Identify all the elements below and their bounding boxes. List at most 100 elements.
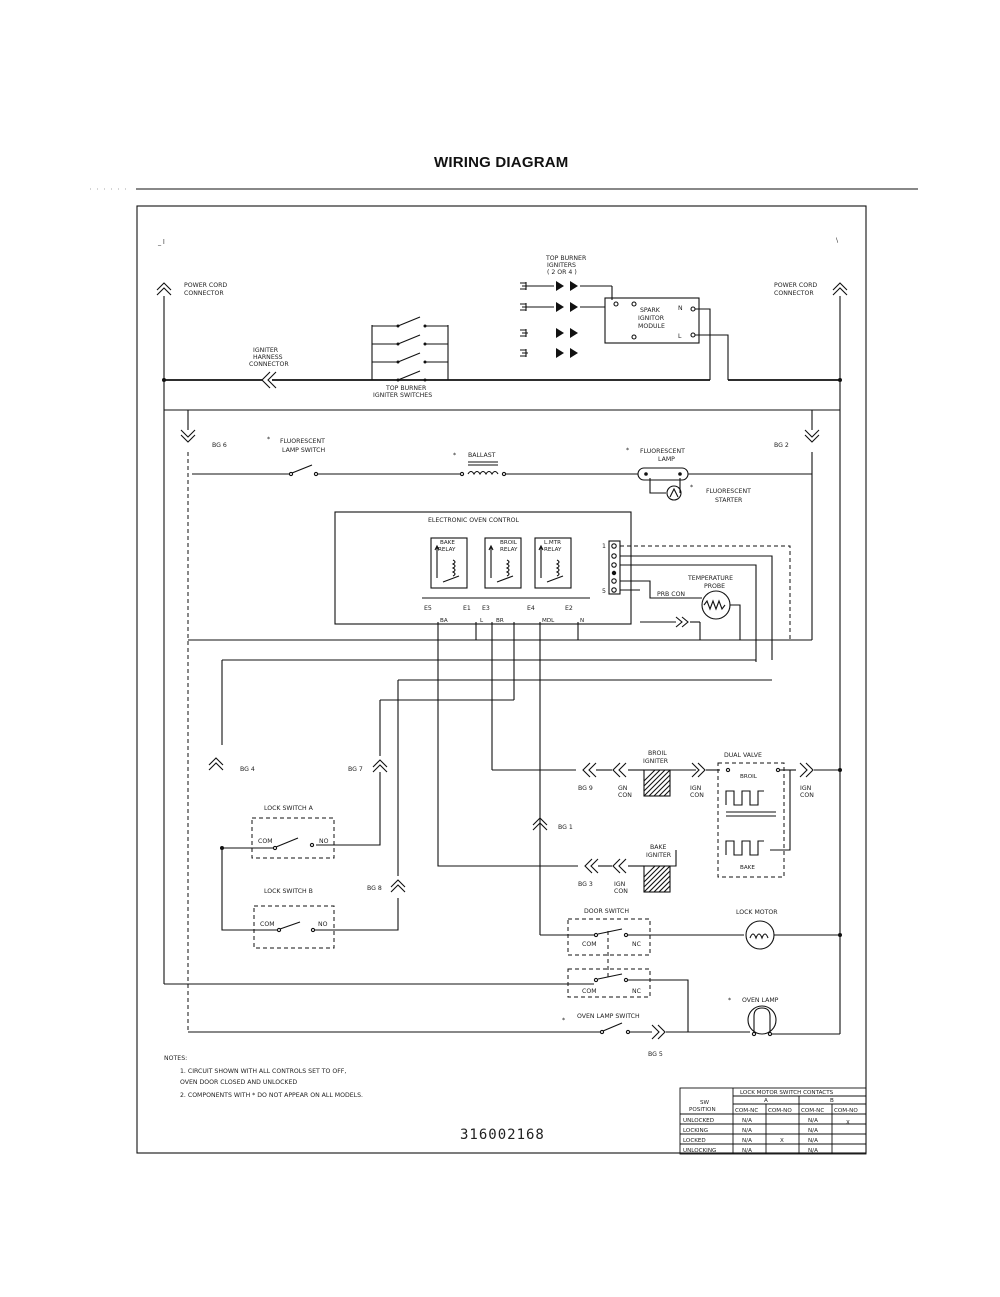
- svg-text:2. COMPONENTS WITH * DO NOT A: 2. COMPONENTS WITH * DO NOT APPEAR ON AL…: [180, 1092, 363, 1099]
- svg-text:RELAY: RELAY: [500, 547, 518, 553]
- svg-text:BG 8: BG 8: [367, 885, 382, 892]
- lock-motor: LOCK MOTOR: [736, 909, 842, 950]
- svg-text:IGN: IGN: [690, 785, 702, 792]
- svg-text:N/A: N/A: [742, 1118, 752, 1124]
- lock-switch-a: LOCK SWITCH A COM NO: [220, 805, 335, 859]
- svg-text:COM-NO: COM-NO: [768, 1108, 792, 1114]
- svg-text:UNLOCKED: UNLOCKED: [683, 1118, 714, 1124]
- svg-text:N: N: [580, 618, 584, 624]
- probe-connector: PRB CON: [640, 591, 700, 628]
- bg8-connector: BG 8: [367, 680, 406, 893]
- broil-igniter: BROIL IGNITER: [628, 750, 696, 797]
- dual-valve: DUAL VALVE BROIL BAKE: [717, 752, 796, 878]
- svg-text:GN: GN: [618, 785, 628, 792]
- svg-text:POWER CORD: POWER CORD: [184, 282, 227, 289]
- svg-text:BROIL: BROIL: [740, 774, 758, 780]
- svg-text:N/A: N/A: [808, 1118, 818, 1124]
- bake-igniter: BAKE IGNITER: [628, 844, 677, 893]
- svg-text:COM: COM: [582, 941, 597, 948]
- svg-text:BG 9: BG 9: [578, 785, 593, 792]
- svg-text:RELAY: RELAY: [438, 547, 456, 553]
- svg-text:CONNECTOR: CONNECTOR: [249, 361, 289, 368]
- svg-text:UNLOCKING: UNLOCKING: [683, 1148, 716, 1154]
- svg-text:BROIL: BROIL: [648, 750, 667, 757]
- fluorescent-starter: * FLUORESCENT STARTER: [666, 484, 751, 504]
- svg-text:OVEN DOOR CLOSED AND UNLOCKED: OVEN DOOR CLOSED AND UNLOCKED: [180, 1079, 297, 1086]
- svg-text:NO: NO: [319, 838, 329, 845]
- svg-text:N/A: N/A: [808, 1138, 818, 1144]
- svg-text:SPARK: SPARK: [640, 307, 661, 314]
- svg-text:N/A: N/A: [808, 1128, 818, 1134]
- svg-text:BA: BA: [440, 618, 448, 624]
- svg-text:N/A: N/A: [808, 1148, 818, 1154]
- svg-text:BAKE: BAKE: [650, 844, 667, 851]
- svg-text:5: 5: [602, 588, 606, 595]
- eoc-terminals: E5 E1 E3 E4 E2 BA L BR MDL N: [424, 605, 584, 624]
- svg-text:PROBE: PROBE: [704, 583, 725, 590]
- bg4-connector: BG 4: [208, 757, 255, 773]
- oven-lamp-switch: * OVEN LAMP SWITCH: [188, 1013, 640, 1035]
- svg-text:N/A: N/A: [742, 1148, 752, 1154]
- svg-text:LOCK MOTOR SWITCH CONTACTS: LOCK MOTOR SWITCH CONTACTS: [740, 1090, 834, 1096]
- svg-text:N: N: [678, 305, 683, 312]
- svg-text:NC: NC: [632, 941, 641, 948]
- svg-text:( 2 OR 4 ): ( 2 OR 4 ): [547, 269, 577, 276]
- lock-motor-switch-table: LOCK MOTOR SWITCH CONTACTS A B SW POSITI…: [679, 1087, 867, 1155]
- svg-text:MDL: MDL: [542, 618, 555, 624]
- page-title: WIRING DIAGRAM: [434, 154, 569, 171]
- svg-text:CONNECTOR: CONNECTOR: [184, 290, 224, 297]
- ign-connector-bake: IGN CON: [612, 858, 628, 895]
- svg-text:POWER CORD: POWER CORD: [774, 282, 817, 289]
- ign-connector-broil: IGN CON: [690, 762, 706, 799]
- svg-text:BG 7: BG 7: [348, 766, 363, 773]
- lock-motor-relay: L.MTR RELAY: [534, 537, 572, 589]
- svg-text:BG 1: BG 1: [558, 824, 573, 831]
- svg-text:IGNITER: IGNITER: [646, 852, 672, 859]
- svg-text:COM-NC: COM-NC: [801, 1108, 824, 1114]
- svg-text:LOCK MOTOR: LOCK MOTOR: [736, 909, 778, 916]
- svg-text:CONNECTOR: CONNECTOR: [774, 290, 814, 297]
- door-switch: DOOR SWITCH COM NC COM NC: [567, 908, 651, 998]
- svg-text:IGNITOR: IGNITOR: [638, 315, 665, 322]
- svg-text:TOP BURNER: TOP BURNER: [545, 255, 587, 262]
- svg-text:*: *: [267, 436, 270, 443]
- svg-text:BAKE: BAKE: [740, 865, 755, 871]
- svg-text:X: X: [780, 1138, 784, 1144]
- svg-text:COM-NO: COM-NO: [834, 1108, 858, 1114]
- svg-text:IGNITERS: IGNITERS: [547, 262, 576, 269]
- broil-relay: BROIL RELAY: [484, 537, 522, 589]
- svg-text:E2: E2: [565, 605, 573, 612]
- top-burner-igniters: TOP BURNER IGNITERS ( 2 OR 4 ): [520, 255, 613, 358]
- svg-text:COM: COM: [260, 921, 275, 928]
- spark-ignitor-module: SPARK IGNITOR MODULE N L: [604, 297, 729, 380]
- electronic-oven-control: ELECTRONIC OVEN CONTROL BAKE RELAY BROIL…: [334, 511, 632, 625]
- svg-text:LAMP: LAMP: [658, 456, 675, 463]
- svg-text:1. CIRCUIT SHOWN WITH ALL CON: 1. CIRCUIT SHOWN WITH ALL CONTROLS SET T…: [180, 1068, 346, 1075]
- svg-text:LAMP SWITCH: LAMP SWITCH: [282, 447, 325, 454]
- svg-text:NC: NC: [632, 988, 641, 995]
- corner-mark-right: \: [836, 237, 839, 244]
- svg-text:LOCKED: LOCKED: [683, 1138, 706, 1144]
- svg-text:BAKE: BAKE: [440, 540, 455, 546]
- svg-text:A: A: [764, 1098, 768, 1104]
- svg-text:E4: E4: [527, 605, 535, 612]
- svg-text:BG 6: BG 6: [212, 442, 227, 449]
- svg-text:*: *: [453, 452, 456, 459]
- notes: NOTES: 1. CIRCUIT SHOWN WITH ALL CONTROL…: [164, 1055, 363, 1099]
- svg-text:L: L: [480, 618, 484, 624]
- svg-text:BG 3: BG 3: [578, 881, 593, 888]
- svg-text:DUAL VALVE: DUAL VALVE: [724, 752, 762, 759]
- svg-text:NOTES:: NOTES:: [164, 1055, 187, 1062]
- svg-text:COM: COM: [258, 838, 273, 845]
- svg-text:N/A: N/A: [742, 1128, 752, 1134]
- svg-text:*: *: [562, 1017, 565, 1024]
- svg-text:*: *: [728, 997, 731, 1004]
- bg3-connector: BG 3: [578, 858, 599, 888]
- svg-text:DOOR SWITCH: DOOR SWITCH: [584, 908, 629, 915]
- oven-lamp: * OVEN LAMP: [728, 997, 840, 1037]
- svg-text:N/A: N/A: [742, 1138, 752, 1144]
- svg-text:RELAY: RELAY: [544, 547, 562, 553]
- svg-text:FLUORESCENT: FLUORESCENT: [640, 448, 685, 455]
- svg-text:IGN: IGN: [614, 881, 626, 888]
- svg-text:IGNITER SWITCHES: IGNITER SWITCHES: [373, 392, 432, 399]
